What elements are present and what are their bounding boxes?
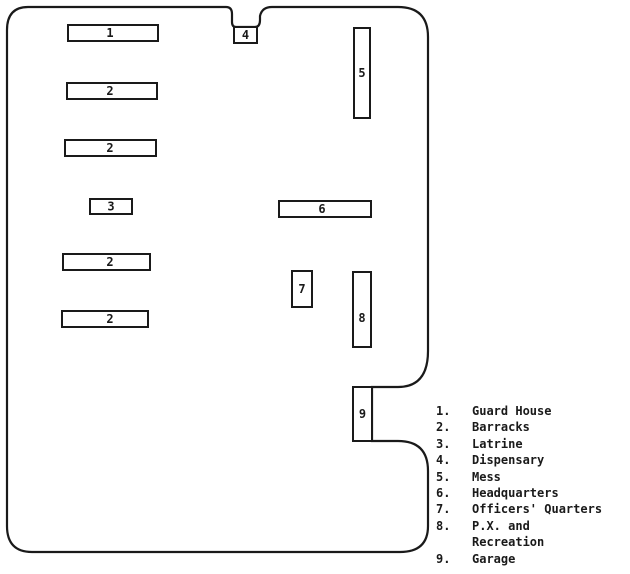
legend-number: 7. bbox=[436, 502, 451, 517]
building-mess bbox=[353, 27, 371, 119]
legend-number bbox=[436, 534, 472, 550]
building-garage-label: 9 bbox=[359, 407, 366, 421]
legend-item: 6. Headquarters bbox=[436, 485, 630, 501]
building-barracks bbox=[61, 310, 149, 328]
legend-text: Headquarters bbox=[472, 486, 559, 501]
legend-number: 4. bbox=[436, 453, 451, 468]
legend: 1. Guard House 2. Barracks 3. Latrine 4.… bbox=[436, 403, 630, 567]
legend-text: P.X. and bbox=[472, 518, 530, 533]
legend-item: 1. Guard House bbox=[436, 403, 630, 419]
legend-text: Barracks bbox=[472, 420, 530, 435]
building-mess-label: 5 bbox=[358, 66, 365, 80]
building-px-recreation bbox=[352, 271, 372, 348]
legend-item: 8. P.X. and bbox=[436, 518, 630, 534]
legend-item: 7. Officers' Quarters bbox=[436, 501, 630, 517]
legend-text: Guard House bbox=[472, 404, 552, 418]
legend-number: 9. bbox=[436, 551, 451, 566]
legend-text: Garage bbox=[472, 551, 516, 566]
legend-number: 8. bbox=[436, 518, 451, 533]
legend-number: 2. bbox=[436, 420, 451, 435]
legend-number: 3. bbox=[436, 436, 451, 451]
building-guard-house-label: 1 bbox=[106, 26, 113, 40]
legend-text: Dispensary bbox=[472, 453, 545, 468]
building-barracks bbox=[62, 253, 151, 271]
building-headquarters bbox=[278, 200, 372, 218]
building-officers-quarters bbox=[291, 270, 313, 308]
legend-item: 5. Mess bbox=[436, 469, 630, 485]
legend-number: 5. bbox=[436, 469, 451, 484]
building-px-recreation-label: 8 bbox=[358, 311, 365, 325]
legend-item: 9. Garage bbox=[436, 551, 630, 567]
legend-item: 3. Latrine bbox=[436, 436, 630, 452]
legend-item: 4. Dispensary bbox=[436, 452, 630, 468]
building-barracks bbox=[66, 82, 158, 100]
building-barracks-label: 2 bbox=[106, 312, 113, 326]
legend-number: 6. bbox=[436, 486, 451, 501]
building-guard-house bbox=[67, 24, 159, 42]
building-barracks-label: 2 bbox=[106, 84, 113, 98]
building-latrine-label: 3 bbox=[107, 200, 114, 214]
legend-text: Recreation bbox=[472, 535, 545, 550]
legend-text: Latrine bbox=[472, 436, 523, 451]
building-officers-quarters-label: 7 bbox=[298, 282, 305, 296]
building-headquarters-label: 6 bbox=[318, 202, 325, 216]
building-latrine bbox=[89, 198, 133, 215]
building-barracks-label: 2 bbox=[106, 255, 113, 269]
building-dispensary bbox=[233, 26, 258, 44]
legend-number: 1. bbox=[436, 404, 451, 418]
legend-text: Mess bbox=[472, 469, 501, 484]
building-barracks bbox=[64, 139, 157, 157]
building-garage bbox=[352, 386, 373, 442]
legend-item: Recreation bbox=[436, 534, 630, 550]
building-dispensary-label: 4 bbox=[242, 28, 249, 42]
legend-text: Officers' Quarters bbox=[472, 502, 603, 517]
building-barracks-label: 2 bbox=[106, 141, 113, 155]
legend-item: 2. Barracks bbox=[436, 419, 630, 435]
